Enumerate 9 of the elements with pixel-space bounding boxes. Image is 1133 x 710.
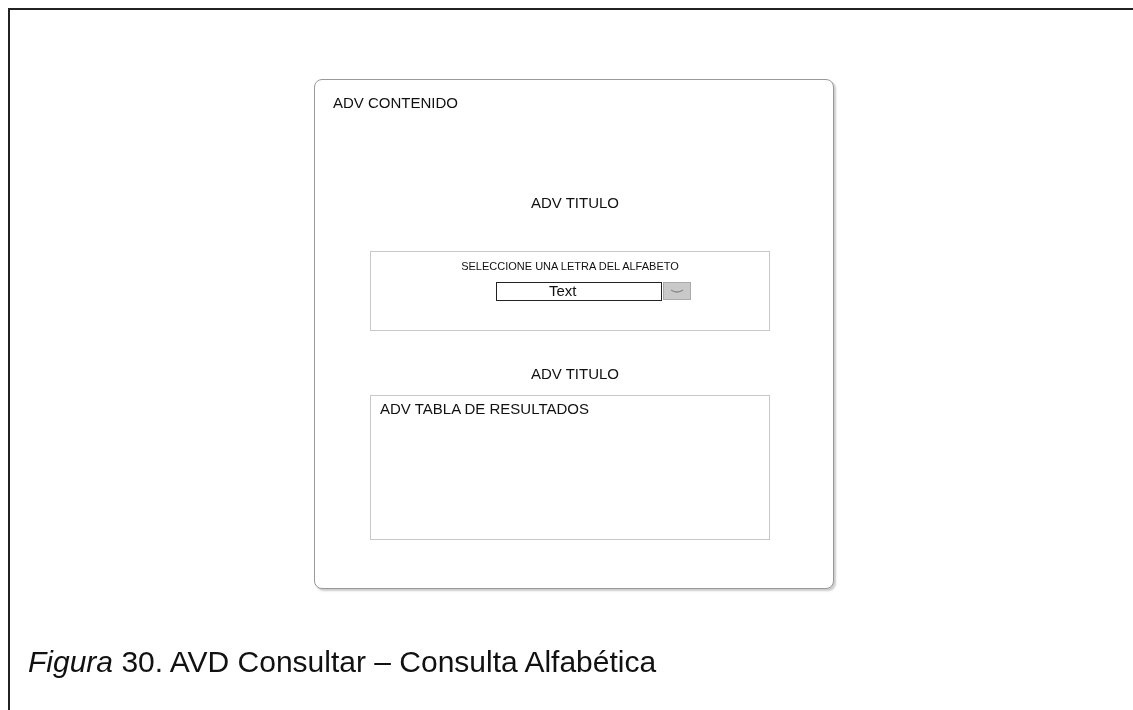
table-title: ADV TABLA DE RESULTADOS (380, 400, 589, 417)
panel (314, 79, 834, 589)
results-table-area (370, 395, 770, 540)
figure-caption: Figura 30. AVD Consultar – Consulta Alfabética (28, 645, 657, 679)
selection-panel (370, 251, 770, 331)
section-title: ADV TITULO (529, 194, 621, 211)
panel-title: ADV CONTENIDO (333, 94, 458, 111)
instruction-text: SELECCIONE UNA LETRA DEL ALFABETO (460, 260, 680, 272)
section-title: ADV TITULO (529, 365, 621, 382)
